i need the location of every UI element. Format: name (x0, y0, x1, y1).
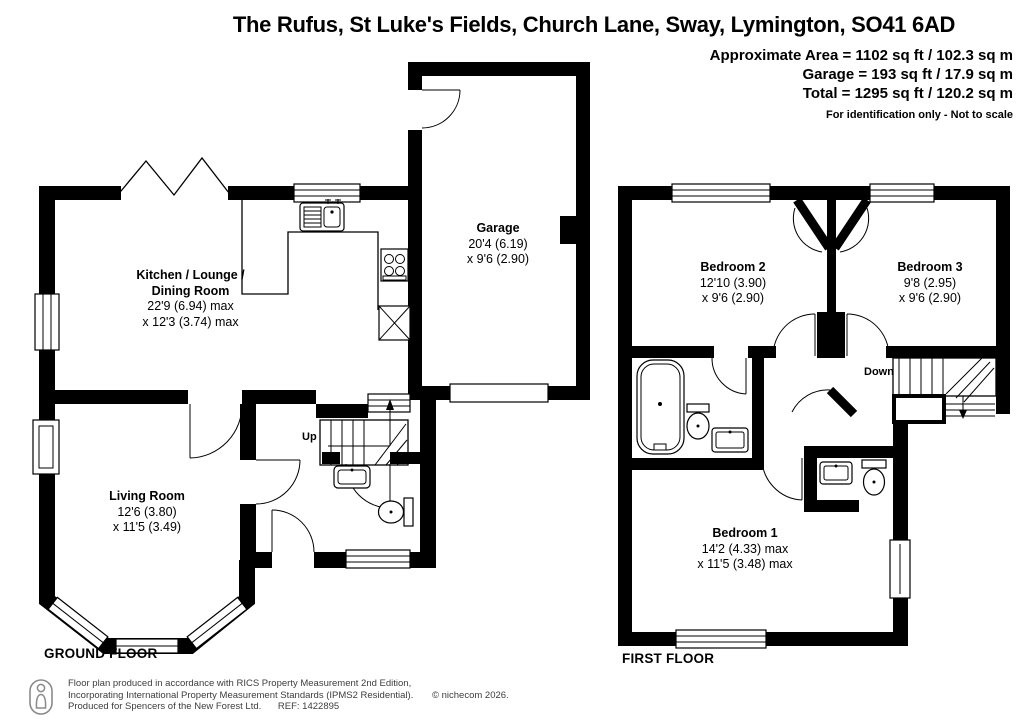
door-arc (792, 207, 870, 253)
window (34, 293, 60, 351)
appliance-icon (378, 305, 411, 341)
stairs-ground (319, 393, 411, 466)
page-title: The Rufus, St Luke's Fields, Church Lane… (232, 12, 956, 37)
room-label-garage: Garage 20'4 (6.19) x 9'6 (2.90) (466, 221, 530, 266)
door-arc (772, 313, 816, 357)
basin-icon (711, 427, 749, 453)
door-arc (846, 313, 890, 357)
door-arc (761, 457, 803, 501)
down-arrow-icon (959, 396, 967, 419)
door-arc (255, 459, 301, 505)
basin-icon (819, 461, 853, 485)
door-arc (711, 357, 747, 395)
window (889, 539, 911, 599)
first-floor-plan (618, 183, 1010, 649)
footer-ref: REF: 1422895 (277, 701, 340, 712)
window (32, 419, 60, 475)
nichecom-logo-icon (29, 679, 53, 715)
bay-window-glass (47, 596, 248, 654)
door-arc (271, 509, 315, 553)
area-summary: Approximate Area = 1102 sq ft / 102.3 sq… (710, 46, 1013, 125)
window (293, 183, 361, 203)
toilet-icon (377, 497, 414, 527)
stairs-up-label: Up (302, 431, 317, 443)
garage-area: Garage = 193 sq ft / 17.9 sq m (802, 66, 1013, 83)
approximate-area: Approximate Area = 1102 sq ft / 102.3 sq… (709, 47, 1013, 64)
room-label-living-room: Living Room 12'6 (3.80) x 11'5 (3.49) (109, 489, 185, 534)
footer-copyright: © nichecom 2026. (431, 689, 509, 701)
ground-floor-plan (32, 62, 590, 654)
ground-floor-label: GROUND FLOOR (44, 646, 158, 661)
footer-line3: Produced for Spencers of the New Forest … (68, 701, 262, 712)
basin-icon (333, 465, 371, 489)
toilet-icon (686, 403, 710, 440)
stairs-down-label: Down (864, 366, 894, 378)
room-label-bedroom1: Bedroom 1 14'2 (4.33) max x 11'5 (3.48) … (697, 526, 793, 571)
hob-icon (380, 248, 409, 282)
room-label-kitchen: Kitchen / Lounge / Dining Room 22'9 (6.9… (136, 268, 245, 329)
window (671, 183, 771, 203)
room-label-bedroom2: Bedroom 2 12'10 (3.90) x 9'6 (2.90) (699, 260, 767, 305)
footer-line2: Incorporating International Property Mea… (68, 689, 414, 701)
stairs-first (892, 357, 997, 424)
toilet-icon (861, 459, 887, 496)
bathtub-icon (636, 359, 685, 455)
sink-icon (299, 199, 345, 232)
zigzag-break-line (115, 156, 230, 198)
total-area: Total = 1295 sq ft / 120.2 sq m (802, 85, 1013, 102)
kitchen-counter (241, 200, 379, 310)
window (345, 549, 411, 569)
first-floor-label: FIRST FLOOR (622, 651, 715, 666)
garage-door (449, 383, 549, 403)
up-arrow-icon (328, 399, 394, 447)
window (675, 629, 767, 649)
footer: Floor plan produced in accordance with R… (28, 678, 509, 716)
door-arc (421, 89, 461, 129)
scale-disclaimer: For identification only - Not to scale (825, 109, 1013, 121)
window (869, 183, 935, 203)
room-label-bedroom3: Bedroom 3 9'8 (2.95) x 9'6 (2.90) (897, 260, 963, 305)
door-arc (189, 403, 243, 459)
door-arc (791, 389, 831, 413)
footer-text: Floor plan produced in accordance with R… (68, 678, 509, 713)
footer-line1: Floor plan produced in accordance with R… (68, 678, 412, 689)
